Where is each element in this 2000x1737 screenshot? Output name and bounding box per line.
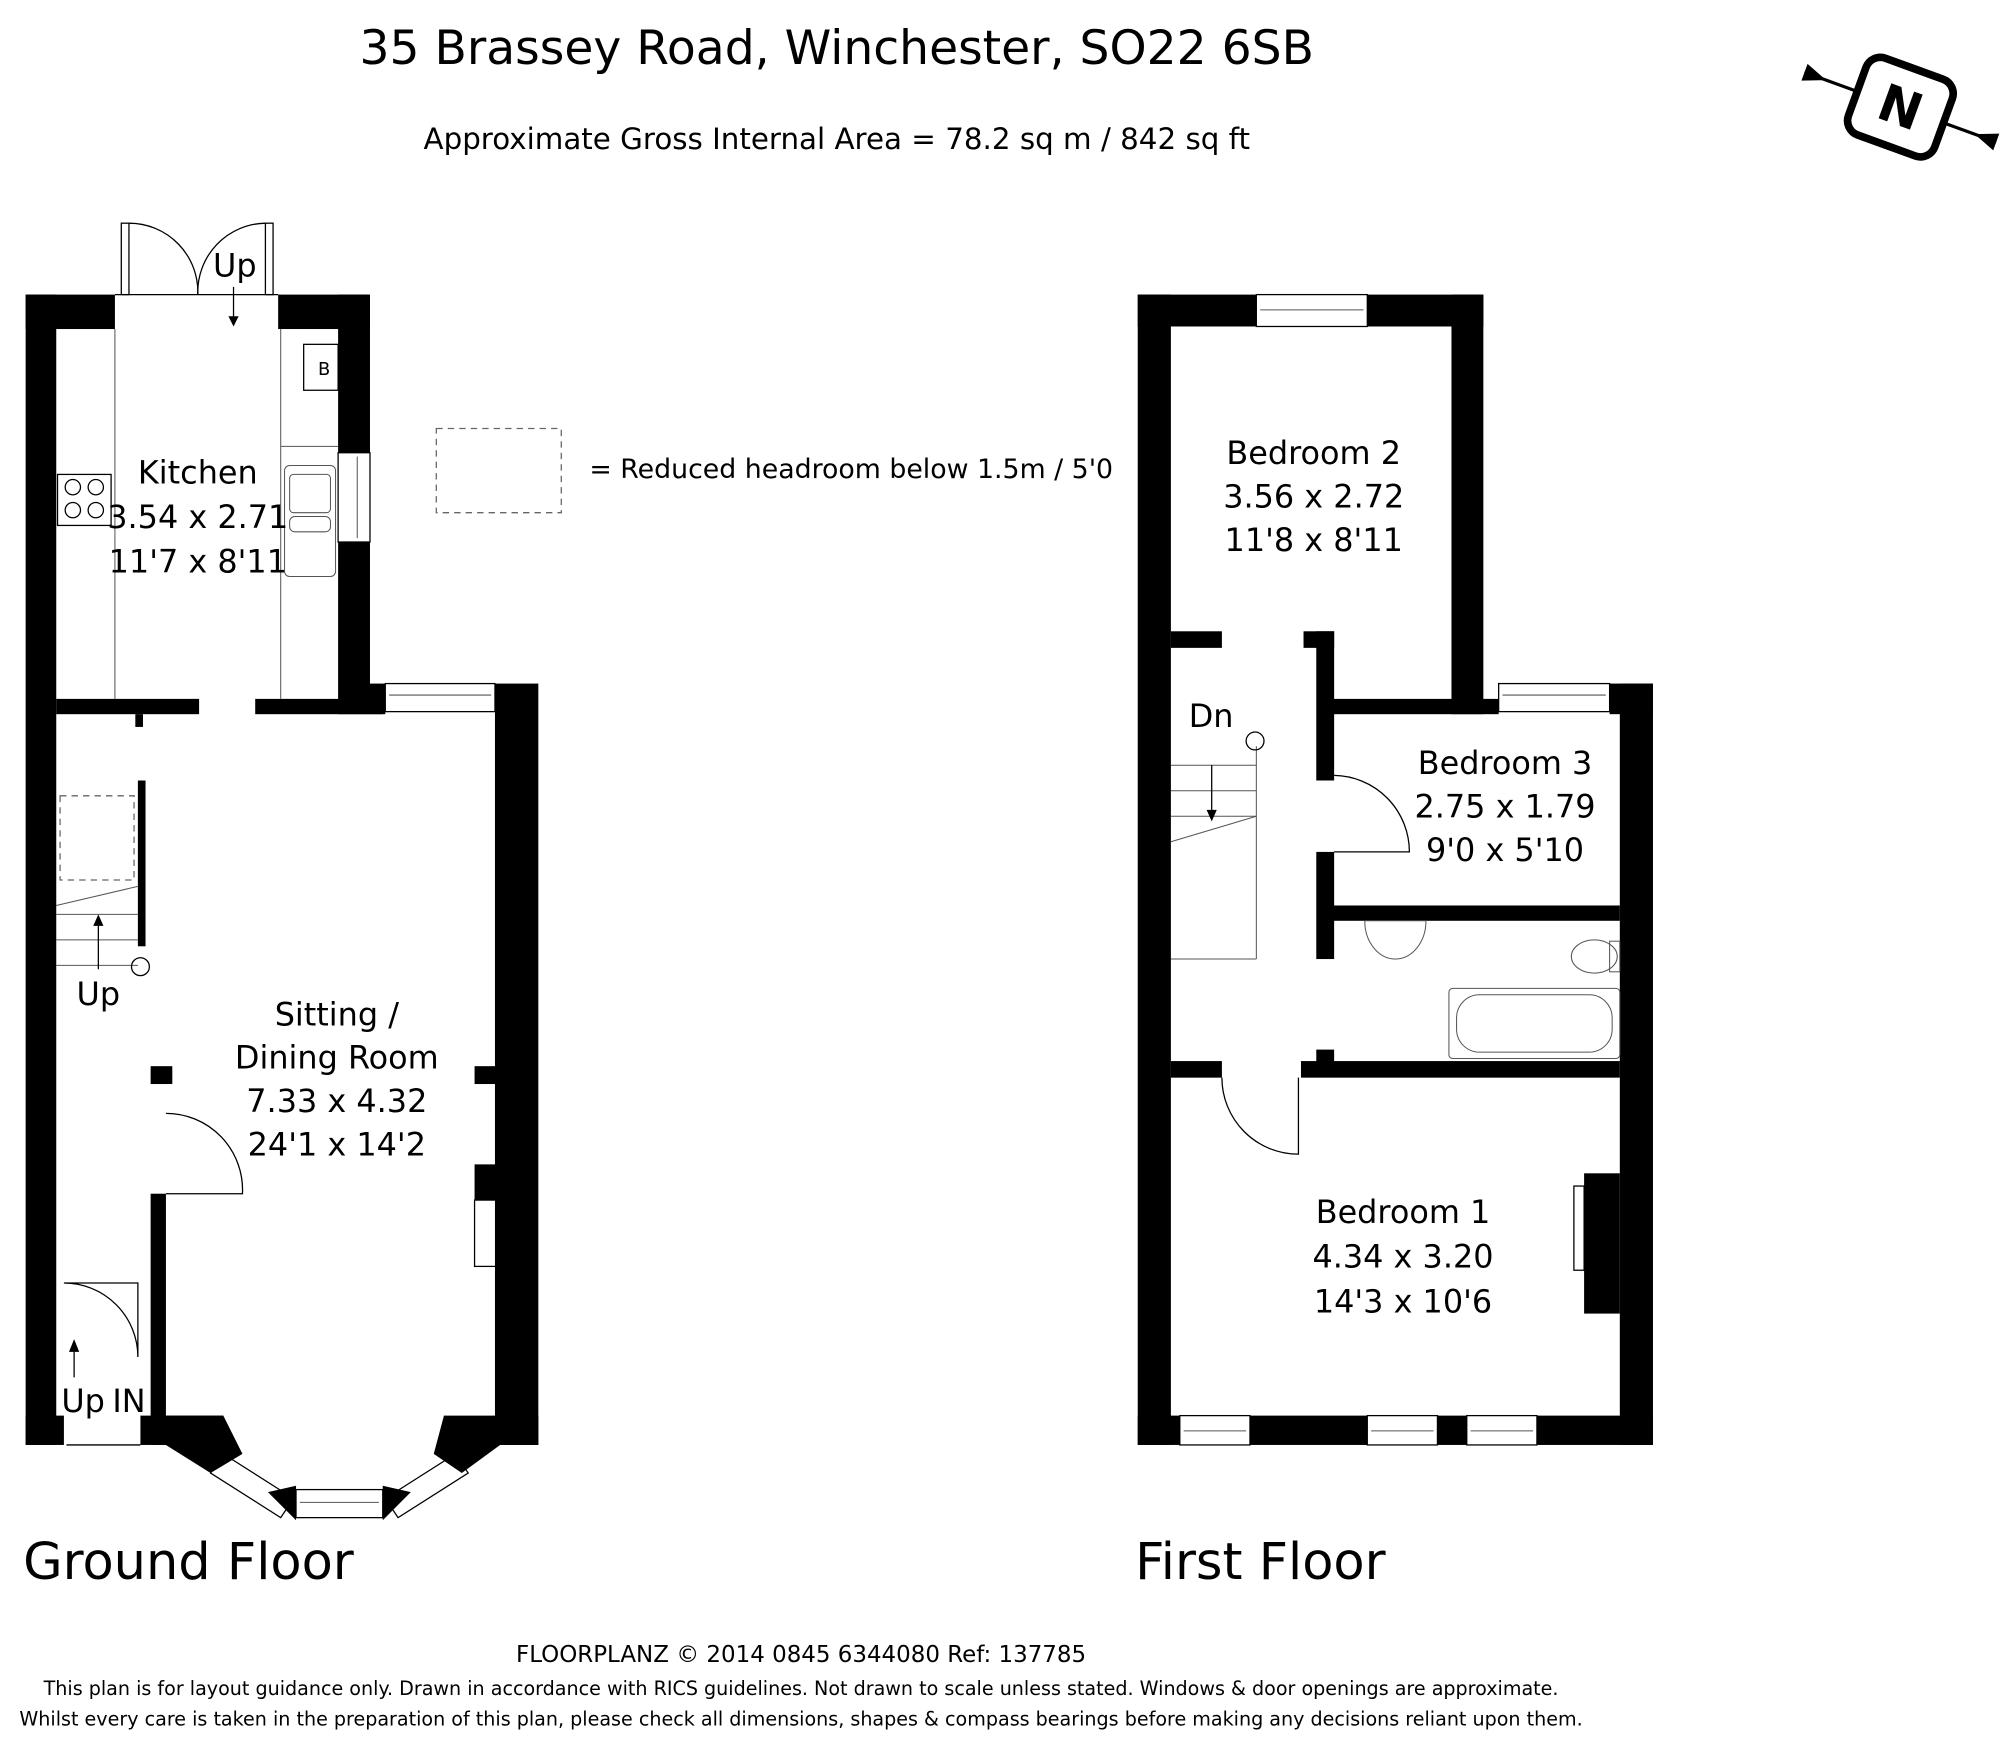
ground-floor-plan: B Up Up — [23, 222, 539, 1592]
room-imperial-sitting: 24'1 x 14'2 — [248, 1125, 426, 1163]
bathroom-fixtures — [1364, 920, 1621, 1060]
french-doors — [114, 222, 279, 327]
property-title: 35 Brassey Road, Winchester, SO22 6SB — [360, 21, 1314, 76]
room-imperial-bedroom2: 11'8 x 8'11 — [1225, 521, 1403, 559]
room-imperial-kitchen: 11'7 x 8'11 — [109, 543, 287, 581]
staircase-icon — [1170, 731, 1265, 960]
footer-credit: FLOORPLANZ © 2014 0845 6344080 Ref: 1377… — [516, 1642, 1086, 1668]
footer-disclaimer-2: Whilst every care is taken in the prepar… — [19, 1708, 1582, 1731]
gross-area: Approximate Gross Internal Area = 78.2 s… — [424, 122, 1250, 156]
room-metric-bedroom2: 3.56 x 2.72 — [1223, 478, 1404, 516]
room-name-kitchen: Kitchen — [138, 453, 258, 491]
room-name-bedroom3: Bedroom 3 — [1418, 744, 1593, 782]
kitchen-up-label: Up — [213, 247, 257, 285]
room-imperial-bedroom3: 9'0 x 5'10 — [1426, 831, 1584, 869]
room-metric-bedroom1: 4.34 x 3.20 — [1312, 1238, 1493, 1276]
north-compass-icon: N — [1801, 53, 2000, 161]
room-name-bedroom2: Bedroom 2 — [1226, 434, 1401, 472]
first-floor-plan: Dn Bedroom 2 3.56 x 2.72 11'8 x 8'11 Bed… — [1135, 293, 1653, 1592]
ground-floor-label: Ground Floor — [23, 1533, 354, 1592]
room-metric-sitting: 7.33 x 4.32 — [246, 1082, 427, 1120]
reduced-headroom-swatch — [435, 427, 562, 514]
footer-disclaimer-1: This plan is for layout guidance only. D… — [43, 1677, 1559, 1700]
boiler-label: B — [318, 359, 330, 380]
legend-text: = Reduced headroom below 1.5m / 5'0 — [589, 454, 1113, 485]
sink-icon — [284, 464, 337, 577]
entrance-in-label: IN — [112, 1382, 145, 1420]
room-name-sitting: Sitting / — [275, 995, 400, 1033]
porch-up-label: Up — [61, 1382, 105, 1420]
room-name2-sitting: Dining Room — [235, 1039, 439, 1077]
room-metric-kitchen: 3.54 x 2.71 — [107, 498, 288, 536]
first-floor-label: First Floor — [1135, 1533, 1385, 1592]
hob-icon — [56, 473, 112, 527]
room-imperial-bedroom1: 14'3 x 10'6 — [1314, 1282, 1492, 1320]
room-name-bedroom1: Bedroom 1 — [1316, 1193, 1491, 1231]
room-metric-bedroom3: 2.75 x 1.79 — [1414, 787, 1595, 825]
stairs-down-label: Dn — [1189, 697, 1234, 735]
stairs-up-label: Up — [77, 975, 121, 1013]
staircase-icon — [56, 885, 150, 977]
